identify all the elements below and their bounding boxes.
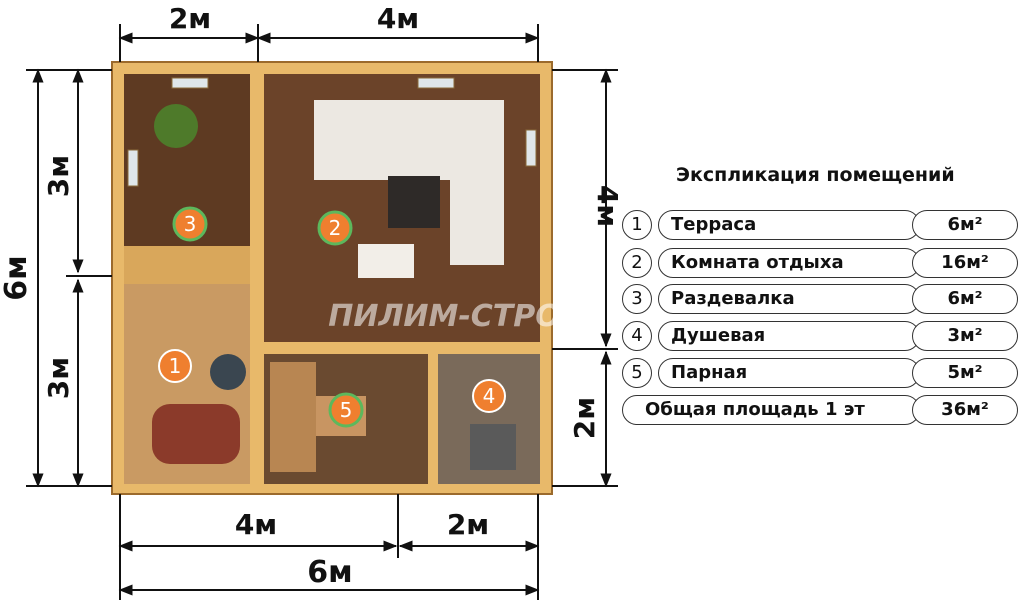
legend-room-name: Душевая	[658, 321, 920, 351]
room-marker-3: 3	[172, 206, 208, 242]
interior-wall-terrace	[124, 246, 250, 284]
room-markers: 1 2 3 4 5	[158, 206, 506, 428]
dim-left-upper: 3м	[42, 155, 75, 197]
room-marker-4: 4	[472, 379, 506, 413]
svg-text:1: 1	[169, 354, 182, 378]
svg-text:3: 3	[184, 212, 197, 236]
legend-number: 5	[622, 358, 652, 388]
legend-number: 3	[622, 284, 652, 314]
dim-left-lower: 3м	[42, 357, 75, 399]
legend-room-name: Парная	[658, 358, 920, 388]
room-marker-5: 5	[328, 392, 364, 428]
dim-right-lower: 2м	[568, 397, 601, 439]
window	[525, 129, 537, 167]
stove	[470, 424, 516, 470]
dim-right-upper: 4м	[591, 185, 624, 227]
floor-plan	[111, 61, 553, 495]
dimension-lines	[26, 24, 618, 600]
coffee-table	[388, 176, 440, 228]
legend-room-name: Комната отдыха	[658, 248, 920, 278]
bench	[152, 404, 240, 464]
room-marker-1: 1	[158, 349, 192, 383]
interior-wall-shower	[428, 354, 438, 484]
interior-wall-horizontal	[264, 342, 540, 354]
legend-room-name: Терраса	[658, 210, 920, 240]
legend-room-area: 6м²	[912, 210, 1018, 240]
window	[417, 77, 455, 89]
legend-room-area: 16м²	[912, 248, 1018, 278]
legend-total-area: 36м²	[912, 395, 1018, 425]
svg-text:2: 2	[329, 216, 342, 240]
window	[171, 77, 209, 89]
legend-room-area: 6м²	[912, 284, 1018, 314]
interior-wall-vertical	[250, 74, 264, 484]
chair	[210, 354, 246, 390]
legend-total-name: Общая площадь 1 эт	[622, 395, 920, 425]
legend-room-name: Раздевалка	[658, 284, 920, 314]
dim-bottom-total: 6м	[307, 555, 352, 590]
legend-room-area: 3м²	[912, 321, 1018, 351]
dim-bottom-left: 4м	[235, 508, 277, 541]
dim-top-left: 2м	[169, 2, 211, 35]
svg-text:5: 5	[340, 398, 353, 422]
legend-number: 1	[622, 210, 652, 240]
explication-title: Экспликация помещений	[676, 164, 955, 186]
legend-number: 4	[622, 321, 652, 351]
svg-text:4: 4	[483, 384, 496, 408]
sofa	[450, 120, 504, 265]
watermark-text: ПИЛИМ-СТРОИМ	[328, 299, 616, 334]
dim-left-total: 6м	[0, 255, 34, 300]
legend-number: 2	[622, 248, 652, 278]
pouf	[358, 244, 414, 278]
plant	[154, 104, 198, 148]
room-marker-2: 2	[317, 210, 353, 246]
legend-room-area: 5м²	[912, 358, 1018, 388]
dim-bottom-right: 2м	[447, 508, 489, 541]
window	[127, 149, 139, 187]
sauna-bench	[270, 362, 316, 472]
dim-top-right: 4м	[377, 2, 419, 35]
